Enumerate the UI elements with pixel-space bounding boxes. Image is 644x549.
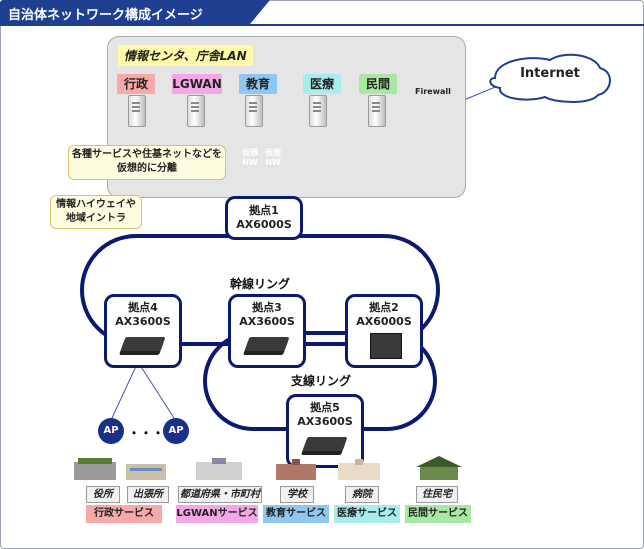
switch-icon bbox=[302, 437, 348, 451]
internet-cloud bbox=[489, 53, 611, 103]
node-5: 拠点5 AX3600S bbox=[286, 394, 364, 468]
callout-highway-line-1: 情報ハイウェイや bbox=[56, 199, 136, 210]
building-label-yakusho: 役所 bbox=[86, 486, 120, 503]
node-2: 拠点2 AX6000S bbox=[345, 294, 423, 368]
diagram-title: 自治体ネットワーク構成イメージ bbox=[8, 8, 203, 23]
ap-1: AP bbox=[98, 418, 124, 444]
node-3-name: 拠点3 bbox=[252, 301, 282, 314]
firewall-label: Firewall bbox=[415, 87, 451, 96]
switch-icon bbox=[244, 337, 290, 351]
branch-ring-label: 支線リング bbox=[288, 372, 355, 389]
node-2-name: 拠点2 bbox=[369, 301, 399, 314]
node-4: 拠点4 AX3600S bbox=[104, 294, 182, 368]
callout-virtual-line-2: 仮想的に分離 bbox=[117, 163, 177, 174]
node-4-model: AX3600S bbox=[115, 315, 171, 328]
node-1: 拠点1 AX6000S bbox=[225, 196, 303, 240]
server-icon bbox=[309, 95, 327, 127]
lan-title: 情報センタ、庁舎LAN bbox=[118, 45, 253, 66]
building-label-jumintaku: 住民宅 bbox=[416, 486, 458, 503]
title-underline bbox=[0, 24, 644, 26]
node-4-name: 拠点4 bbox=[128, 301, 158, 314]
building-label-todofuken: 都道府県・市町村 bbox=[178, 486, 262, 503]
service-lgwan: LGWANサービス bbox=[176, 505, 258, 523]
tag-iryo: 医療 bbox=[303, 74, 341, 94]
server-icon bbox=[187, 95, 205, 127]
node-5-model: AX3600S bbox=[297, 415, 353, 428]
switch-icon bbox=[120, 337, 166, 351]
callout-highway-line-2: 地域イントラ bbox=[66, 213, 126, 224]
callout-virtual-line-1: 各種サービスや住基ネットなどを bbox=[72, 149, 222, 160]
title-bar bbox=[0, 0, 250, 24]
building-label-byoin: 病院 bbox=[345, 486, 379, 503]
virtual-nw-label-1: 仮想NW bbox=[242, 148, 258, 167]
service-iryo: 医療サービス bbox=[334, 505, 400, 523]
title-bar-tail bbox=[250, 0, 270, 24]
ap-link-2 bbox=[137, 361, 175, 419]
internet-label: Internet bbox=[520, 66, 580, 81]
service-kyoiku: 教育サービス bbox=[263, 505, 329, 523]
tag-minkan: 民間 bbox=[359, 74, 397, 94]
ap-ellipsis: ・・・ bbox=[128, 426, 165, 440]
node-1-model: AX6000S bbox=[236, 218, 292, 231]
ap-link-1 bbox=[111, 361, 139, 419]
tag-kyoiku: 教育 bbox=[239, 74, 277, 94]
service-minkan: 民間サービス bbox=[405, 505, 471, 523]
building-label-shucchosho: 出張所 bbox=[127, 486, 169, 503]
server-icon bbox=[128, 95, 146, 127]
trunk-ring-label: 幹線リング bbox=[227, 275, 294, 292]
node-3-model: AX3600S bbox=[239, 315, 295, 328]
callout-highway: 情報ハイウェイや 地域イントラ bbox=[50, 195, 142, 229]
callout-virtual-separation: 各種サービスや住基ネットなどを 仮想的に分離 bbox=[68, 145, 226, 180]
ap-2: AP bbox=[163, 418, 189, 444]
service-gyosei: 行政サービス bbox=[86, 505, 162, 523]
node-1-name: 拠点1 bbox=[249, 204, 279, 217]
building-label-gakko: 学校 bbox=[280, 486, 314, 503]
tag-gyosei: 行政 bbox=[117, 74, 155, 94]
server-icon bbox=[245, 95, 263, 127]
node-2-model: AX6000S bbox=[356, 315, 412, 328]
tag-lgwan: LGWAN bbox=[172, 74, 222, 94]
node-3: 拠点3 AX3600S bbox=[228, 294, 306, 368]
virtual-nw-label-2: 仮想NW bbox=[265, 148, 281, 167]
chassis-icon bbox=[370, 333, 402, 359]
node-5-name: 拠点5 bbox=[310, 401, 340, 414]
server-icon bbox=[368, 95, 386, 127]
